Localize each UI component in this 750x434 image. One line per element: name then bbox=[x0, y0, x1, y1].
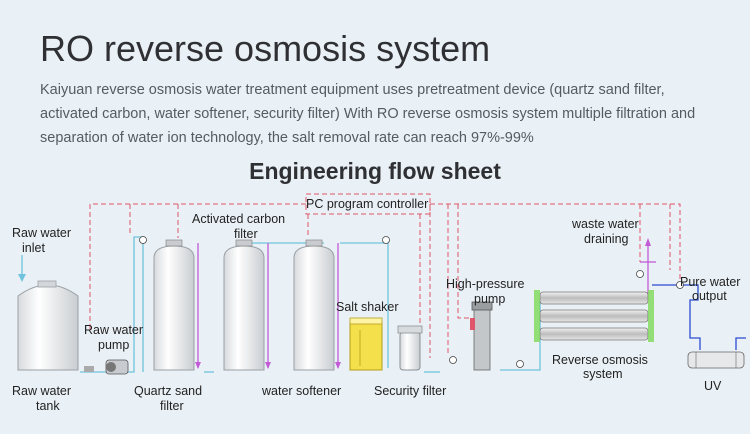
uv-sterilizer bbox=[687, 351, 745, 369]
description-text: Kaiyuan reverse osmosis water treatment … bbox=[40, 82, 696, 146]
ro-label-1: Reverse osmosis bbox=[552, 353, 648, 367]
raw-water-tank bbox=[17, 280, 79, 371]
control-lines bbox=[89, 203, 681, 358]
pure-label-2: output bbox=[692, 289, 727, 303]
salt-shaker bbox=[349, 317, 383, 371]
flow-sheet-title: Engineering flow sheet bbox=[249, 158, 501, 184]
pure-water-pipe bbox=[652, 284, 746, 350]
softener-label: water softener bbox=[261, 384, 341, 398]
pc-controller-label: PC program controller bbox=[306, 197, 428, 211]
high-pressure-pump bbox=[470, 301, 493, 371]
raw-pump-label-1: Raw water bbox=[84, 323, 143, 337]
quartz-sand-filter bbox=[153, 239, 195, 371]
ro-label-2: system bbox=[583, 367, 623, 381]
raw-tank-label-2: tank bbox=[36, 399, 60, 413]
page-title: RO reverse osmosis system bbox=[40, 28, 491, 69]
pressure-gauges bbox=[139, 236, 684, 368]
raw-inlet-label-1: Raw water bbox=[12, 226, 71, 240]
raw-water-pump bbox=[84, 359, 129, 375]
activated-carbon-label-1: Activated carbon bbox=[192, 212, 285, 226]
activated-carbon-label-2: filter bbox=[234, 227, 258, 241]
raw-pump-label-2: pump bbox=[98, 338, 129, 352]
pure-label-1: Pure water bbox=[680, 275, 740, 289]
water-softener bbox=[293, 239, 335, 371]
quartz-label-1: Quartz sand bbox=[134, 384, 202, 398]
drain-lines bbox=[197, 243, 656, 368]
raw-tank-label-1: Raw water bbox=[12, 384, 71, 398]
activated-carbon-filter bbox=[223, 239, 265, 371]
quartz-label-2: filter bbox=[160, 399, 184, 413]
salt-shaker-label: Salt shaker bbox=[336, 300, 399, 314]
uv-label: UV bbox=[704, 379, 722, 393]
hp-pump-label-1: High-pressure bbox=[446, 277, 525, 291]
raw-inlet-label-2: inlet bbox=[22, 241, 45, 255]
waste-label-2: draining bbox=[584, 232, 629, 246]
security-filter bbox=[397, 325, 423, 371]
hp-pump-label-2: pump bbox=[474, 292, 505, 306]
security-filter-label: Security filter bbox=[374, 384, 446, 398]
waste-label-1: waste water bbox=[571, 217, 639, 231]
reverse-osmosis-membranes bbox=[534, 290, 654, 342]
